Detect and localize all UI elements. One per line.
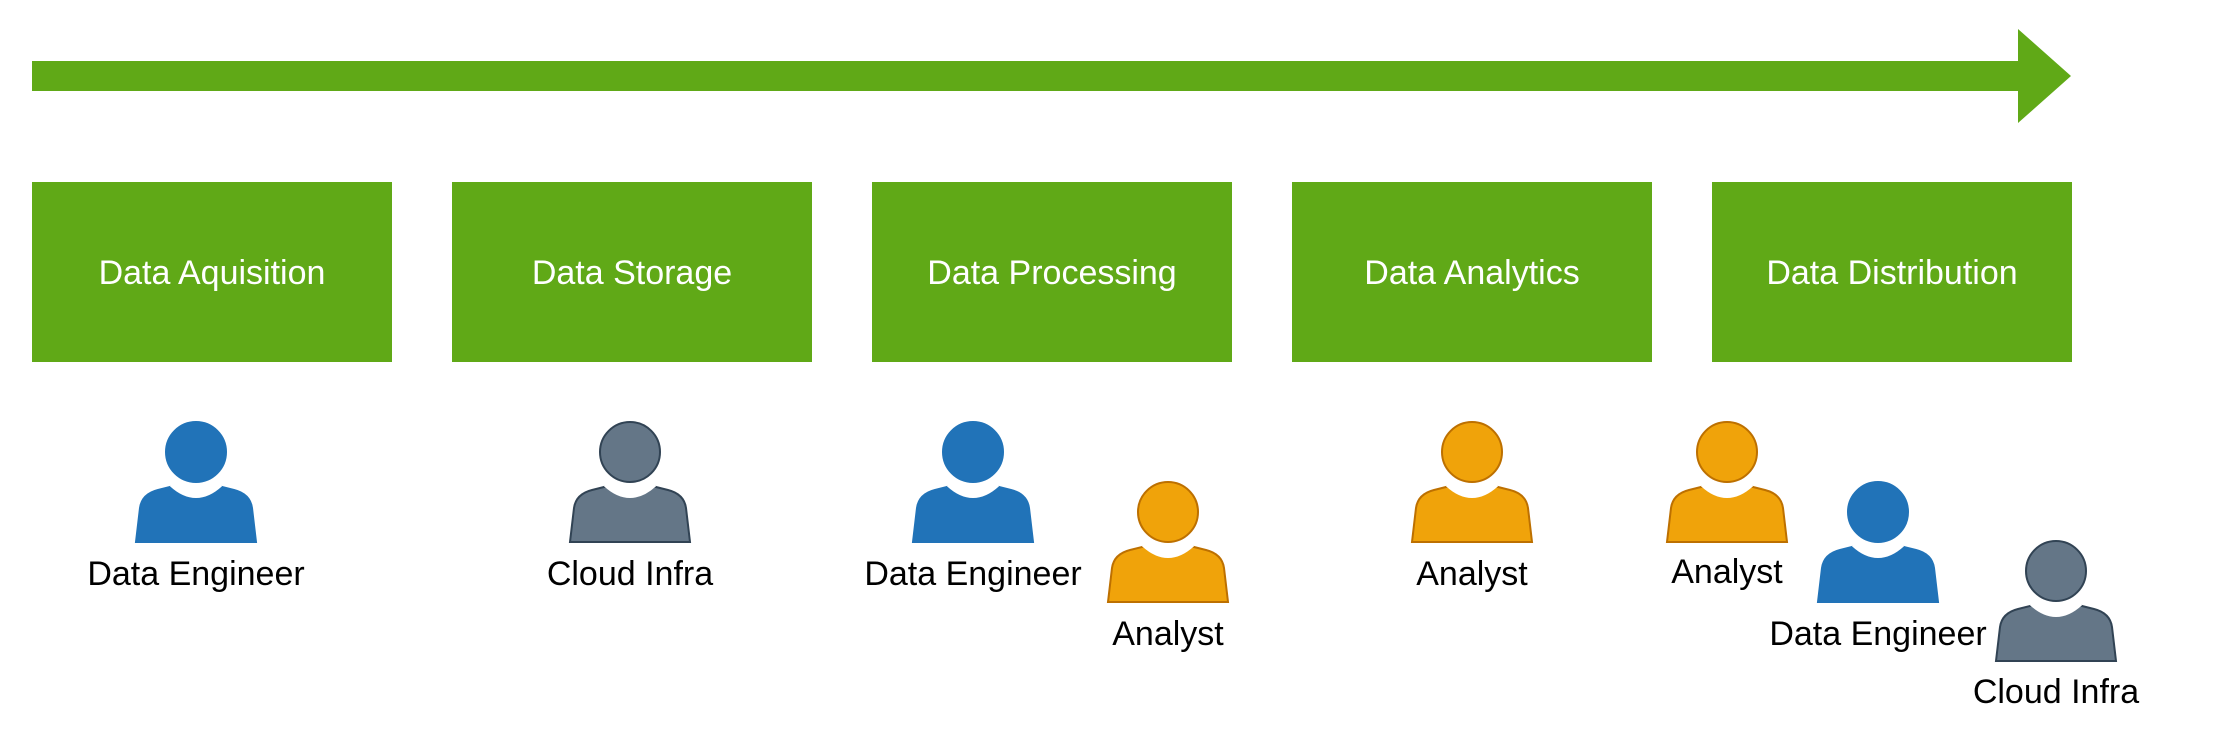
person-head [1847,481,1909,543]
stage-label: Data Processing [927,254,1176,292]
person-cloud-infra: Cloud Infra [1973,540,2139,711]
stage-box [872,182,1232,362]
person-icon [568,421,692,543]
flow-arrow [32,29,2071,123]
person-icon [911,421,1035,543]
person-analyst: Analyst [1665,421,1789,591]
person-collar [1445,481,1499,498]
person-icon [1665,421,1789,543]
person-head [599,421,661,483]
person-collar [1141,541,1195,558]
person-head [1696,421,1758,483]
person-cloud-infra: Cloud Infra [547,421,713,593]
person-head [165,421,227,483]
person-analyst: Analyst [1106,481,1230,653]
stage-box [32,182,392,362]
person-analyst: Analyst [1410,421,1534,593]
person-label: Data Engineer [1769,615,1986,653]
person-label: Data Engineer [864,555,1081,593]
person-data-engineer: Data Engineer [1769,481,1987,653]
stages: Data Aquisition Data Storage Data Processi… [32,182,2072,362]
stage-box [1292,182,1652,362]
person-icon [1994,540,2118,662]
person-label: Analyst [1416,555,1528,593]
person-head [1137,481,1199,543]
person-data-engineer: Data Engineer [864,421,1082,593]
person-label: Cloud Infra [1973,673,2139,711]
person-head [1441,421,1503,483]
person-collar [1851,541,1905,558]
person-icon [134,421,258,543]
person-head [2025,540,2087,602]
person-label: Data Engineer [87,555,304,593]
person-collar [1700,481,1754,498]
stage-5: Data Distribution [1712,182,2072,362]
stage-box [1712,182,2072,362]
stage-3: Data Processing [872,182,1232,362]
stage-1: Data Aquisition [32,182,392,362]
stage-label: Data Distribution [1766,254,2017,292]
person-label: Analyst [1671,553,1783,591]
stage-label: Data Aquisition [99,254,326,292]
stage-label: Data Analytics [1364,254,1579,292]
person-collar [946,481,1000,498]
person-collar [169,481,223,498]
person-collar [2029,600,2083,617]
stage-4: Data Analytics [1292,182,1652,362]
flow-arrow-shape [32,29,2071,123]
stage-label: Data Storage [532,254,732,292]
person-icon [1106,481,1230,603]
person-data-engineer: Data Engineer [87,421,305,593]
stage-2: Data Storage [452,182,812,362]
stage-box [452,182,812,362]
person-label: Cloud Infra [547,555,713,593]
person-head [942,421,1004,483]
person-icon [1410,421,1534,543]
person-collar [603,481,657,498]
person-label: Analyst [1112,615,1224,653]
person-icon [1816,481,1940,603]
